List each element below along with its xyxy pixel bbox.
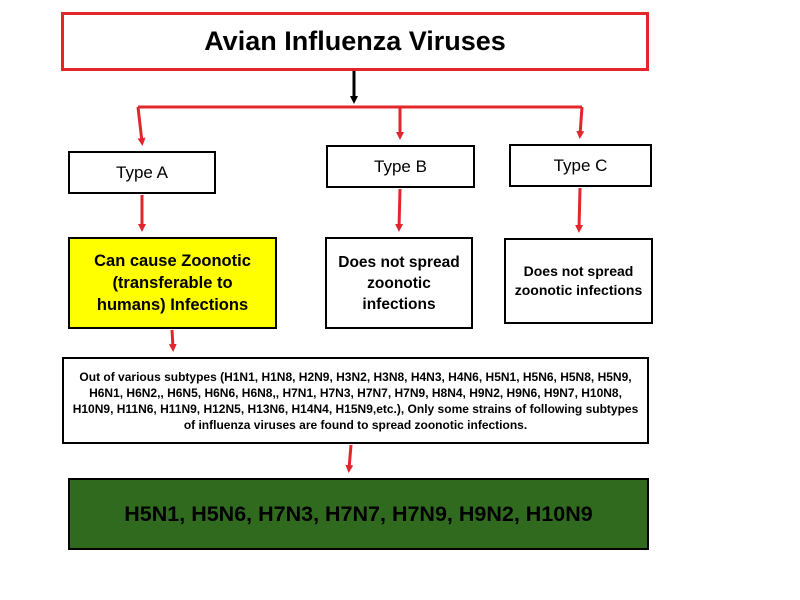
type-b-description-box: Does not spread zoonotic infections: [325, 237, 473, 329]
arrow-type-b-to-desc: [395, 188, 404, 232]
type-b-label: Type B: [374, 156, 427, 176]
type-c-box: Type C: [509, 144, 652, 187]
zoonotic-subtypes-box: H5N1, H5N6, H7N3, H7N7, H7N9, H9N2, H10N…: [68, 478, 649, 550]
zoonotic-subtypes: H5N1, H5N6, H7N3, H7N7, H7N9, H9N2, H10N…: [124, 501, 593, 526]
diagram-title: Avian Influenza Viruses: [204, 26, 506, 56]
subtypes-box: Out of various subtypes (H1N1, H1N8, H2N…: [62, 357, 649, 444]
type-c-description-box: Does not spread zoonotic infections: [504, 238, 653, 324]
type-b-description: Does not spread zoonotic infections: [338, 253, 460, 313]
type-a-description-box: Can cause Zoonotic (transferable to huma…: [68, 237, 277, 329]
title-box: Avian Influenza Viruses: [61, 12, 649, 71]
type-b-box: Type B: [326, 145, 475, 188]
type-a-label: Type A: [116, 162, 168, 182]
arrow-desc-a-to-subtypes: [168, 329, 177, 352]
type-a-box: Type A: [68, 151, 216, 194]
type-a-description: Can cause Zoonotic (transferable to huma…: [94, 252, 251, 314]
arrow-to-type-c: [576, 106, 585, 139]
type-c-label: Type C: [553, 155, 608, 175]
subtypes-text: Out of various subtypes (H1N1, H1N8, H2N…: [72, 369, 639, 432]
arrow-type-c-to-desc: [575, 187, 584, 233]
type-c-description: Does not spread zoonotic infections: [514, 263, 643, 298]
arrow-subtypes-to-result: [345, 444, 354, 473]
arrow-to-type-a: [136, 106, 146, 146]
